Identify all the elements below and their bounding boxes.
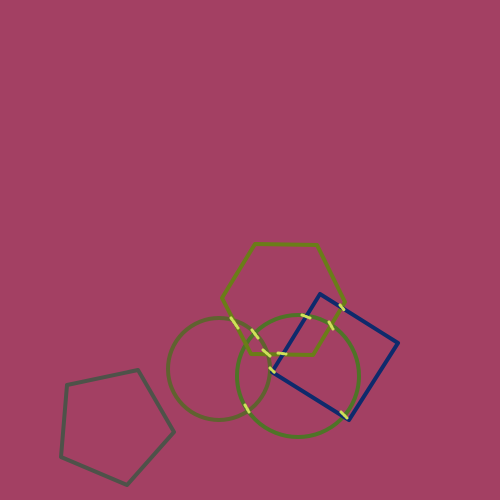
- intersection-marker: [339, 410, 349, 420]
- intersection-marker: [300, 313, 312, 320]
- intersection-marker: [229, 316, 240, 330]
- intersection-marker: [268, 366, 277, 375]
- intersection-marker: [276, 351, 288, 356]
- navy-square: [270, 292, 400, 422]
- olive-hexagon: [220, 242, 347, 357]
- green-circle-right: [235, 313, 361, 439]
- gray-pentagon: [59, 368, 176, 487]
- intersection-marker: [327, 320, 335, 331]
- intersection-marker: [261, 348, 272, 358]
- intersection-marker: [250, 328, 260, 340]
- intersection-marker: [243, 403, 251, 414]
- intersection-markers: [229, 303, 349, 420]
- intersection-marker: [338, 303, 347, 313]
